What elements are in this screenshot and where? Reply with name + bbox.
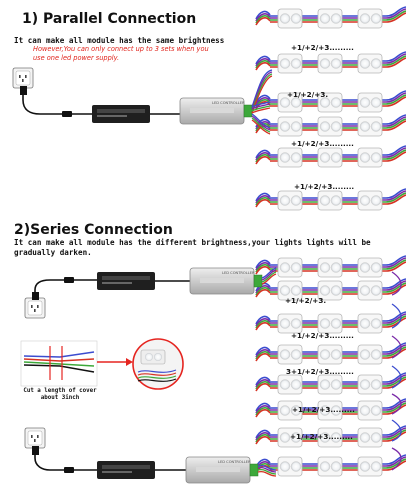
- led-chain: [255, 6, 406, 29]
- led-chain: [255, 255, 406, 278]
- led-chain: [255, 90, 406, 113]
- chain-label: 3+1/+2/+3.........: [286, 367, 354, 376]
- power-supply: [97, 461, 155, 479]
- chain-label: +1/+2/+3.........: [291, 139, 354, 148]
- parallel-title: 1) Parallel Connection: [22, 11, 197, 27]
- led-chain: [255, 372, 406, 395]
- led-chain: [255, 114, 406, 137]
- led-chain: [255, 311, 406, 334]
- series-description: It can make all module has the different…: [14, 238, 371, 257]
- chain-label: +1/+2/+3.........: [290, 432, 353, 441]
- led-chain: [255, 342, 406, 365]
- chain-label: +1/+2/+3.: [287, 90, 329, 99]
- led-chain: [255, 454, 406, 477]
- plug-icon: [32, 446, 39, 455]
- cut-instruction: Cut a length of cover about 3inch: [23, 388, 97, 401]
- series-title: 2)Series Connection: [14, 222, 173, 238]
- power-supply: [92, 105, 150, 123]
- controller-label: LED CONTROLLER: [212, 101, 245, 105]
- led-chain: [255, 278, 406, 301]
- parallel-description: It can make all module has the same brig…: [14, 36, 225, 45]
- controller-label: LED CONTROLLER: [222, 271, 255, 275]
- wall-socket-icon: [12, 67, 34, 89]
- chain-label: +1/+2/+3........: [294, 182, 355, 191]
- chain-label: +1/+2/+3.........: [291, 331, 354, 340]
- power-supply: [97, 272, 155, 290]
- led-chain: [255, 51, 406, 74]
- parallel-warning: However,You can only connect up to 3 set…: [33, 45, 209, 62]
- led-chain: [255, 188, 406, 211]
- wall-socket-icon: [24, 427, 46, 449]
- chain-label: +1/+2/+3.: [285, 296, 327, 305]
- chain-label: +1/+2/+3.........: [292, 405, 355, 414]
- chain-label: +1/+2/+3.........: [291, 43, 354, 52]
- wall-socket-icon: [24, 297, 46, 319]
- led-chain: [255, 145, 406, 168]
- controller-label: LED CONTROLLER: [218, 460, 251, 464]
- plug-icon: [20, 86, 27, 95]
- plug-icon: [32, 292, 39, 300]
